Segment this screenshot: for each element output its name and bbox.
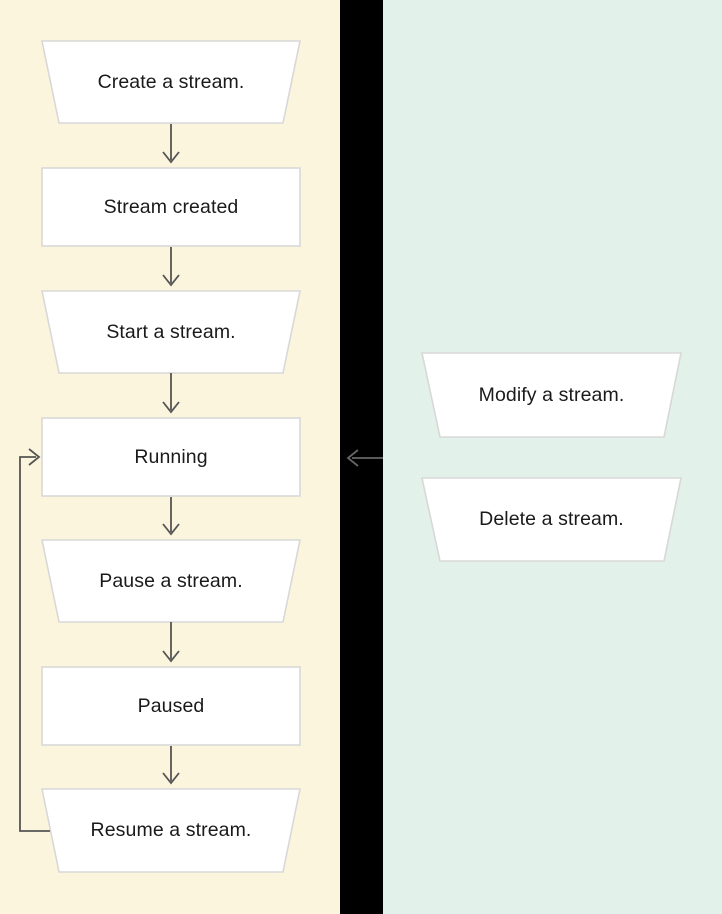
node-create-a-stream[interactable] [41,40,301,124]
arrowhead-created-to-start [162,274,180,287]
edge-resume-to-running-loop [19,456,50,832]
arrowhead-running-to-pause [162,523,180,536]
arrowhead-resume-to-running-loop [28,448,41,466]
node-stream-created[interactable] [41,167,301,247]
panel-divider [340,0,383,914]
arrowhead-actions-to-running [346,449,359,467]
arrowhead-start-to-running [162,401,180,414]
node-delete-a-stream[interactable] [421,477,682,562]
right-panel-background [383,0,722,914]
node-running[interactable] [41,417,301,497]
node-start-a-stream[interactable] [41,290,301,374]
node-modify-a-stream[interactable] [421,352,682,438]
arrowhead-create-to-created [162,151,180,164]
arrowhead-paused-to-resume [162,772,180,785]
node-paused[interactable] [41,666,301,746]
node-pause-a-stream[interactable] [41,539,301,623]
arrowhead-pause-to-paused [162,650,180,663]
node-resume-a-stream[interactable] [41,788,301,873]
